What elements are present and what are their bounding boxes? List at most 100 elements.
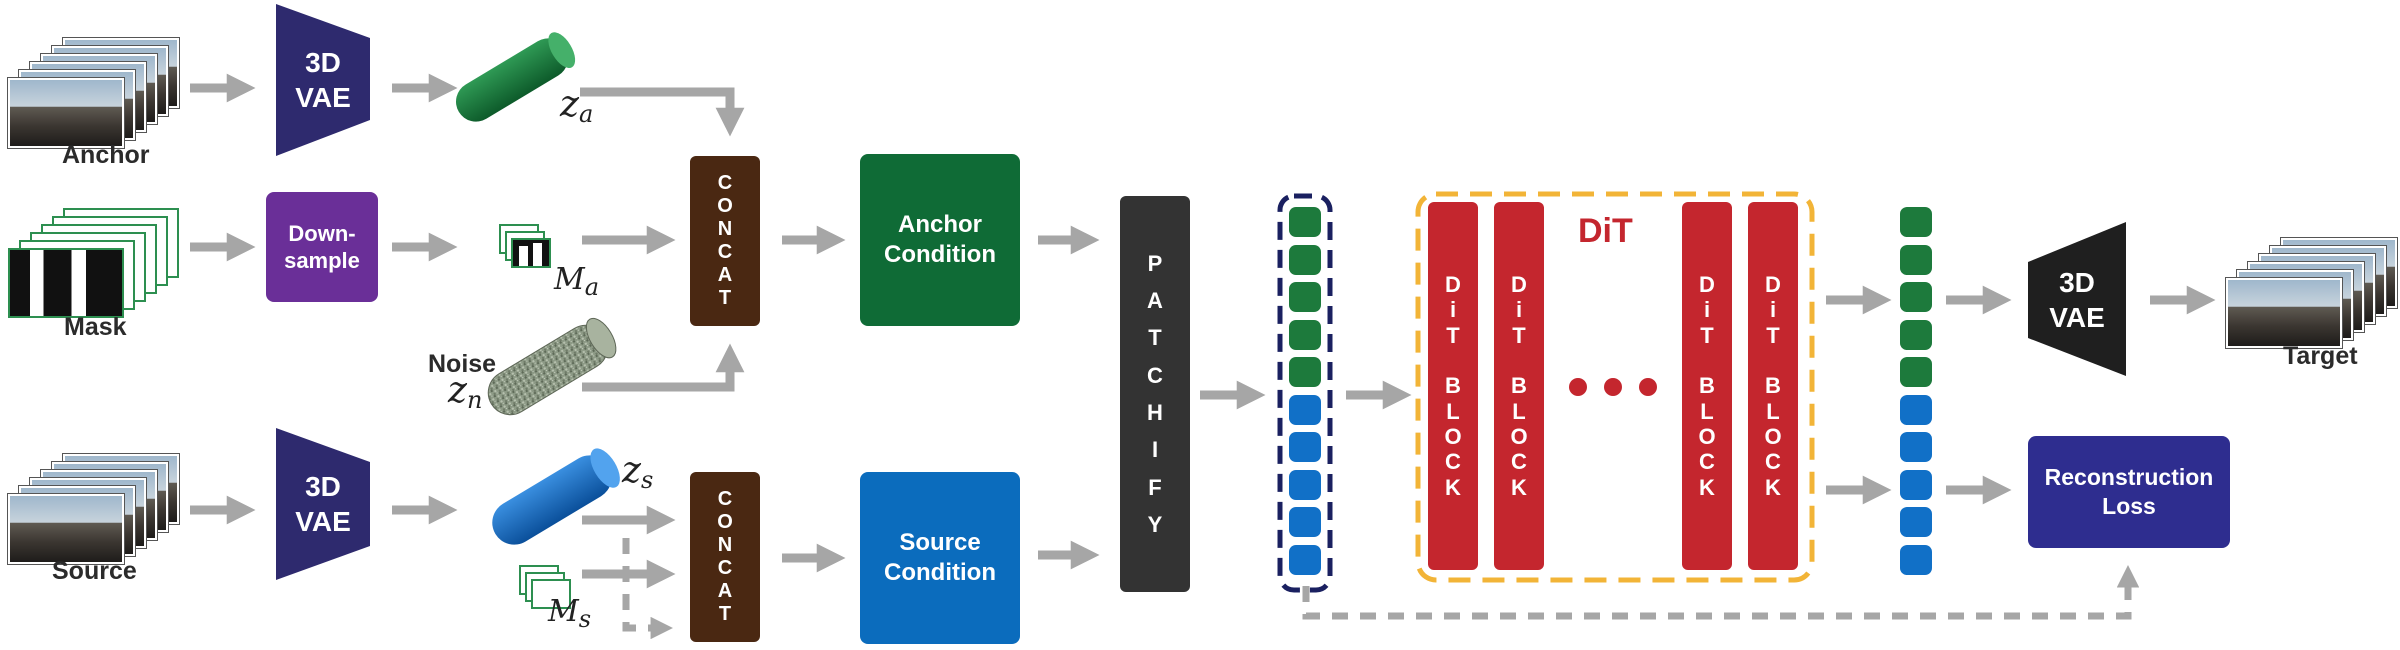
green-token — [1900, 282, 1932, 312]
anchor-condition-box: Anchor Condition — [860, 154, 1020, 326]
vertical-letter: K — [1511, 474, 1527, 500]
dit-title: DiT — [1578, 212, 1633, 250]
vae-encoder-top-shape — [276, 4, 370, 156]
latent-zs-label: zs — [622, 450, 654, 494]
video-frame — [2226, 278, 2342, 348]
vertical-letter: C — [1445, 449, 1461, 475]
blue-token — [1900, 544, 1932, 575]
blue-token — [1900, 394, 1932, 425]
blue-token — [1289, 394, 1321, 425]
vertical-letter: N — [717, 534, 733, 556]
vertical-letter: O — [1510, 423, 1528, 449]
green-token — [1289, 319, 1321, 350]
vertical-letter: O — [1698, 423, 1716, 449]
mask-frames — [8, 206, 179, 318]
vertical-letter: D — [1765, 272, 1781, 298]
green-token — [1900, 319, 1932, 350]
vertical-letter: K — [1765, 474, 1781, 500]
vertical-letter: i — [1703, 297, 1711, 323]
vertical-letter — [1450, 348, 1456, 373]
vertical-letter: C — [1147, 362, 1163, 388]
anchor-label: Anchor — [62, 141, 150, 169]
vae-decoder: 3D VAE — [2049, 267, 2105, 333]
vertical-letter: H — [1147, 400, 1163, 425]
ellipsis-dot — [1604, 378, 1622, 396]
target-label: Target — [2283, 342, 2358, 370]
vertical-letter — [1516, 348, 1522, 373]
vertical-letter: T — [1512, 322, 1526, 348]
green-token — [1900, 357, 1932, 387]
blue-token — [1289, 507, 1321, 537]
vertical-letter: i — [1449, 297, 1457, 323]
ellipsis-dot — [1569, 378, 1587, 396]
dit-frame — [1415, 191, 1815, 583]
vertical-letter: D — [1699, 272, 1715, 298]
vertical-letter: T — [1446, 322, 1460, 348]
vertical-letter: T — [1700, 322, 1714, 348]
latent-ms-label: Ms — [548, 594, 592, 633]
blue-token — [1900, 469, 1932, 500]
green-token — [1900, 244, 1932, 275]
vertical-letter: F — [1148, 474, 1162, 500]
target-frames — [2226, 236, 2397, 348]
vertical-letter: B — [1765, 373, 1781, 399]
vertical-letter: C — [1511, 449, 1527, 475]
mask-frame — [8, 248, 124, 318]
vertical-letter — [1704, 348, 1710, 373]
vertical-letter: L — [1512, 398, 1526, 424]
latent-za-label: za — [560, 84, 594, 128]
vertical-letter: N — [717, 218, 733, 240]
mask-latent-ms-shape — [519, 565, 571, 609]
green-token — [1289, 207, 1321, 237]
vertical-letter: O — [717, 195, 733, 217]
vertical-letter — [1770, 348, 1776, 373]
vertical-letter: O — [1444, 423, 1462, 449]
green-token — [1289, 282, 1321, 312]
green-token — [1289, 244, 1321, 275]
vertical-letter: i — [1769, 297, 1777, 323]
arrow-noise-to-concat — [582, 343, 745, 392]
dashed-mask-to-loss — [1302, 565, 2140, 620]
vertical-letter: C — [1699, 449, 1715, 475]
vertical-letter: K — [1445, 474, 1461, 500]
vertical-letter: D — [1511, 272, 1527, 298]
blue-token — [1289, 432, 1321, 462]
latent-zn-shape — [487, 317, 617, 416]
vertical-letter: C — [717, 172, 733, 194]
vertical-letter: P — [1147, 250, 1163, 276]
vertical-letter: C — [1765, 449, 1781, 475]
dashed-arrows — [622, 538, 2140, 640]
token-group-frame — [1277, 193, 1333, 593]
mask-latent-ma-shape — [499, 224, 551, 268]
source-frames — [8, 452, 179, 564]
vertical-letter: L — [1446, 398, 1460, 424]
latent-ma-label: Ma — [554, 262, 600, 301]
mask-label: Mask — [64, 313, 127, 341]
latent-zn-label: zn — [448, 370, 483, 414]
vertical-letter: L — [1700, 398, 1714, 424]
ellipsis-dot — [1639, 378, 1657, 396]
vertical-letter: I — [1151, 437, 1159, 463]
vertical-letter: B — [1511, 373, 1527, 399]
vertical-letter: B — [1445, 373, 1461, 399]
vertical-letter: D — [1445, 272, 1461, 298]
vertical-letter: T — [718, 287, 732, 309]
source-label: Source — [52, 557, 137, 585]
green-token — [1900, 207, 1932, 237]
vertical-letter: A — [717, 264, 733, 286]
blue-token — [1900, 432, 1932, 462]
vertical-letter: i — [1515, 297, 1523, 323]
source-condition-box: Source Condition — [860, 472, 1020, 644]
anchor-frames — [8, 36, 179, 148]
blue-token — [1289, 469, 1321, 500]
vertical-letter: C — [717, 557, 733, 579]
vertical-letter: Y — [1147, 511, 1163, 537]
